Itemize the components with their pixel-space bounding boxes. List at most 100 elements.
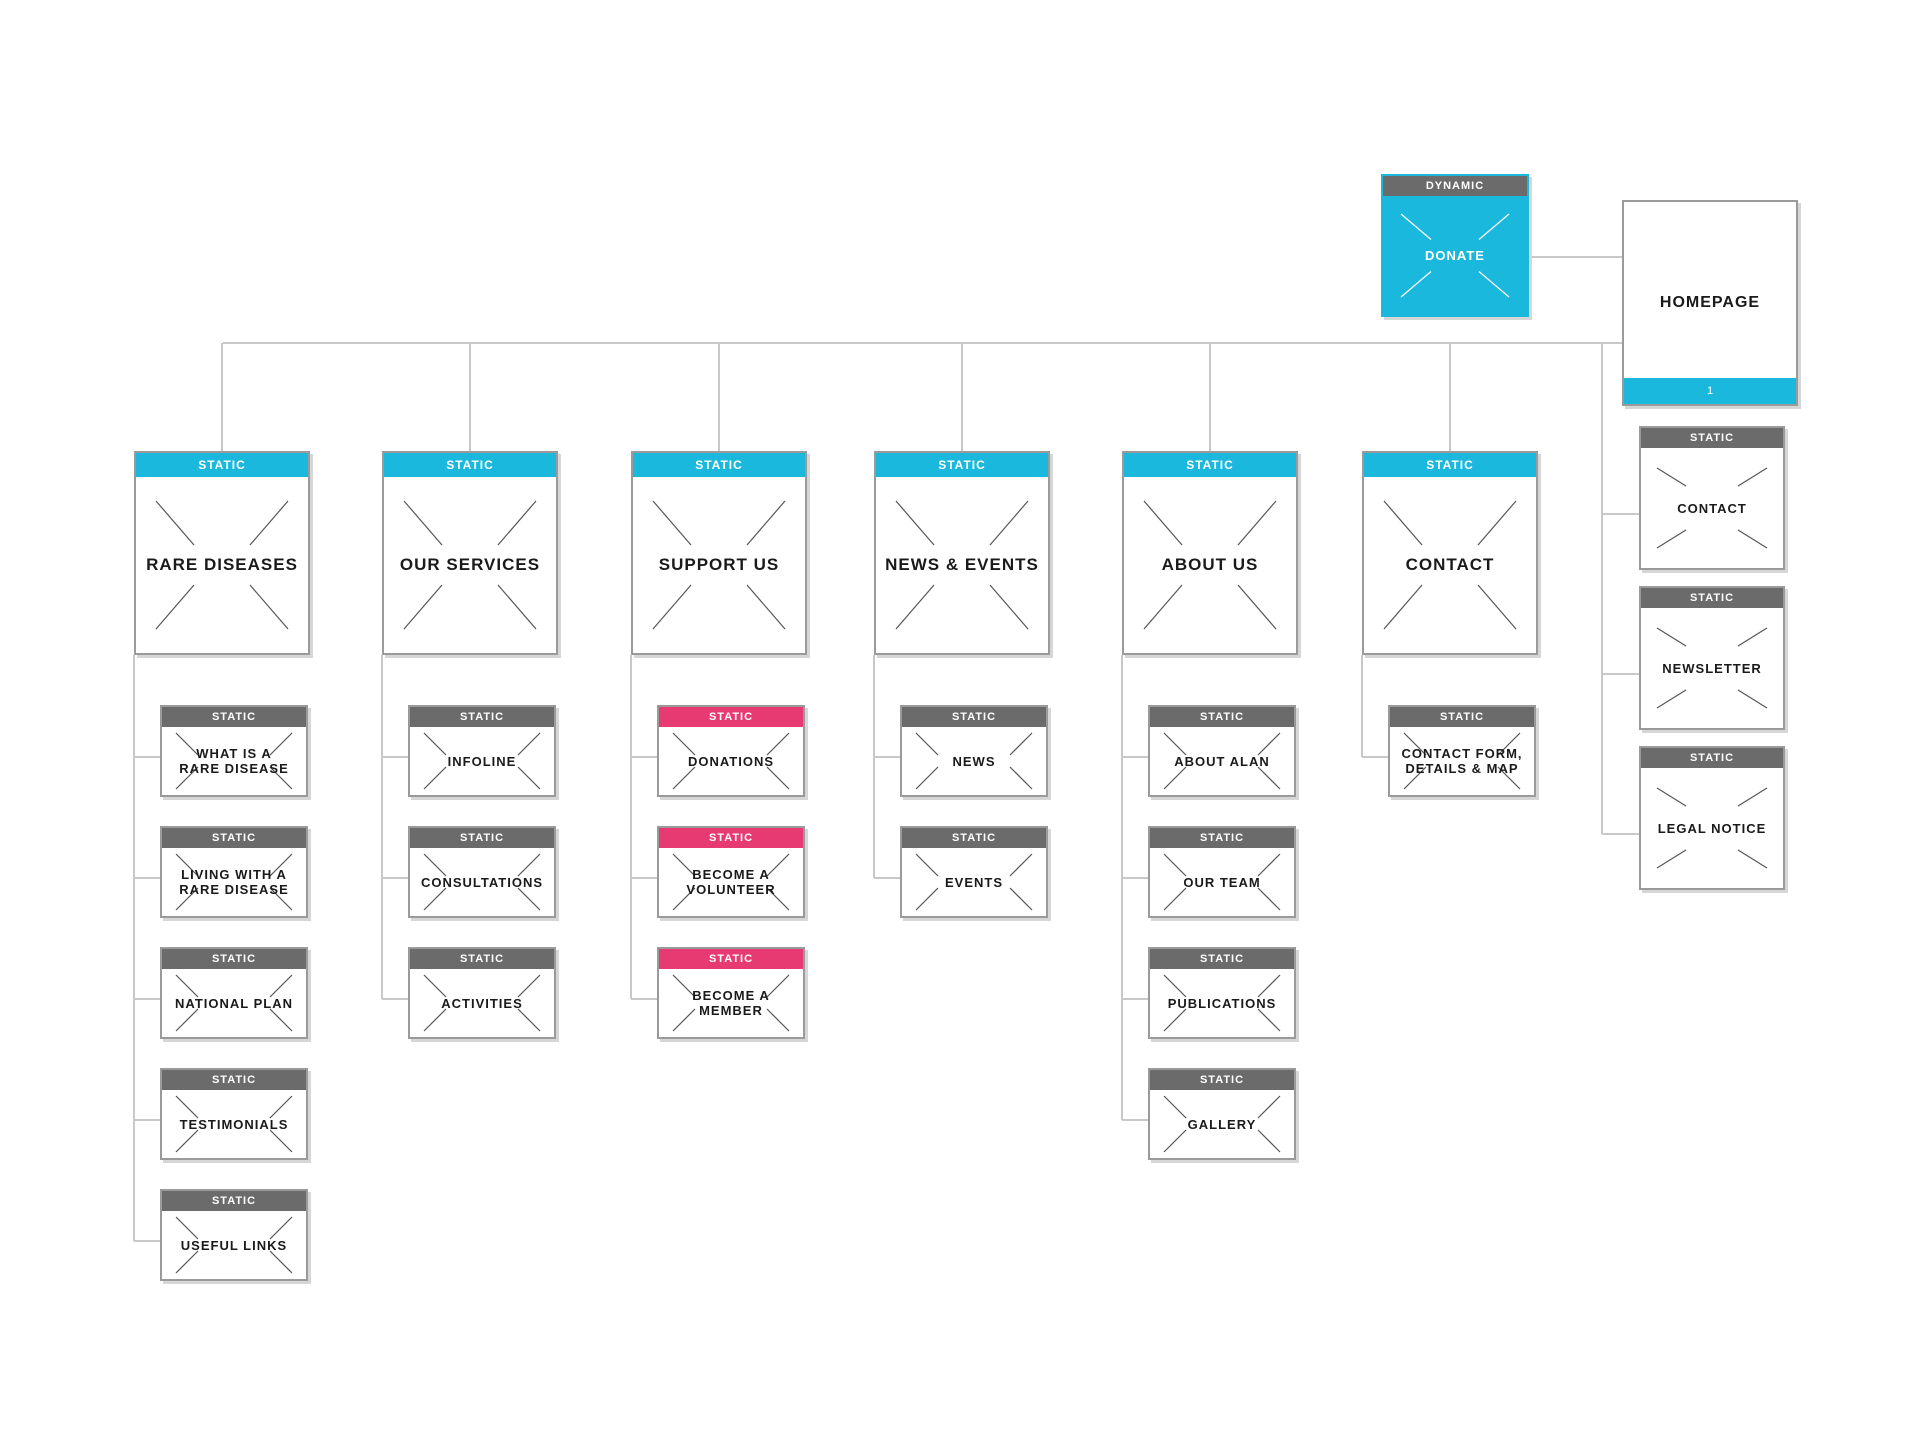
page-type-badge: STATIC	[162, 1070, 306, 1090]
page-type-badge: STATIC	[659, 828, 803, 848]
page-label: ACTIVITIES	[441, 995, 523, 1011]
subpage-activities[interactable]: STATIC ACTIVITIES	[408, 947, 556, 1039]
placeholder-x-icon	[652, 500, 786, 630]
placeholder-x-icon	[175, 1095, 293, 1153]
page-label: BECOME A VOLUNTEER	[686, 867, 776, 897]
page-type-badge: STATIC	[659, 707, 803, 727]
page-type-badge: STATIC	[1641, 428, 1783, 448]
subpage-donations[interactable]: STATIC DONATIONS	[657, 705, 805, 797]
section-about-us[interactable]: STATIC ABOUT US	[1122, 451, 1298, 655]
utility-page-contact[interactable]: STATIC CONTACT	[1639, 426, 1785, 570]
page-label: RARE DISEASES	[146, 555, 298, 574]
subpage-events[interactable]: STATIC EVENTS	[900, 826, 1048, 918]
page-label: CONTACT FORM, DETAILS & MAP	[1401, 746, 1523, 776]
page-label: DONATIONS	[687, 753, 775, 769]
page-number-bar: 1	[1624, 378, 1796, 404]
page-label: HOMEPAGE	[1659, 294, 1761, 311]
page-type-badge: STATIC	[410, 828, 554, 848]
placeholder-x-icon	[423, 974, 541, 1032]
subpage-contact-form-details-map[interactable]: STATIC CONTACT FORM, DETAILS & MAP	[1388, 705, 1536, 797]
page-label: LIVING WITH A RARE DISEASE	[179, 867, 289, 897]
page-label: CONSULTATIONS	[420, 874, 544, 890]
placeholder-x-icon	[1143, 500, 1277, 630]
placeholder-x-icon	[915, 732, 1033, 790]
placeholder-x-icon	[1400, 213, 1510, 298]
page-type-badge: STATIC	[384, 453, 556, 477]
page-label: NEWS & EVENTS	[885, 555, 1039, 574]
placeholder-x-icon	[155, 500, 289, 630]
page-label: EVENTS	[944, 874, 1003, 890]
page-type-badge: STATIC	[1150, 1070, 1294, 1090]
placeholder-x-icon	[1383, 500, 1517, 630]
homepage-card[interactable]: HOMEPAGE 1	[1622, 200, 1798, 406]
subpage-become-a-volunteer[interactable]: STATIC BECOME A VOLUNTEER	[657, 826, 805, 918]
placeholder-x-icon	[915, 853, 1033, 911]
page-type-badge: STATIC	[1124, 453, 1296, 477]
page-type-badge: STATIC	[410, 949, 554, 969]
subpage-what-is-a-rare-disease[interactable]: STATIC WHAT IS A RARE DISEASE	[160, 705, 308, 797]
placeholder-x-icon	[1163, 1095, 1281, 1153]
subpage-testimonials[interactable]: STATIC TESTIMONIALS	[160, 1068, 308, 1160]
placeholder-x-icon	[1656, 627, 1768, 709]
page-type-badge: STATIC	[1150, 828, 1294, 848]
page-label: CONTACT	[1405, 555, 1495, 574]
placeholder-x-icon	[175, 732, 293, 790]
page-type-badge: STATIC	[162, 949, 306, 969]
placeholder-x-icon	[423, 853, 541, 911]
page-label: NEWS	[952, 753, 996, 769]
page-label: OUR TEAM	[1183, 874, 1261, 890]
page-label: INFOLINE	[447, 753, 517, 769]
section-support-us[interactable]: STATIC SUPPORT US	[631, 451, 807, 655]
placeholder-x-icon	[423, 732, 541, 790]
section-contact[interactable]: STATIC CONTACT	[1362, 451, 1538, 655]
page-label: ABOUT US	[1161, 555, 1259, 574]
page-type-badge: STATIC	[410, 707, 554, 727]
subpage-infoline[interactable]: STATIC INFOLINE	[408, 705, 556, 797]
page-label: CONTACT	[1677, 500, 1747, 516]
page-label: NATIONAL PLAN	[175, 995, 293, 1011]
page-type-badge: DYNAMIC	[1383, 176, 1527, 196]
subpage-our-team[interactable]: STATIC OUR TEAM	[1148, 826, 1296, 918]
page-label: SUPPORT US	[658, 555, 780, 574]
placeholder-x-icon	[1656, 467, 1768, 549]
placeholder-x-icon	[175, 853, 293, 911]
page-type-badge: STATIC	[1364, 453, 1536, 477]
placeholder-x-icon	[175, 1216, 293, 1274]
page-type-badge: STATIC	[136, 453, 308, 477]
page-label: TESTIMONIALS	[179, 1116, 289, 1132]
subpage-news[interactable]: STATIC NEWS	[900, 705, 1048, 797]
page-type-badge: STATIC	[1641, 748, 1783, 768]
page-type-badge: STATIC	[902, 828, 1046, 848]
subpage-consultations[interactable]: STATIC CONSULTATIONS	[408, 826, 556, 918]
page-label: NEWSLETTER	[1662, 660, 1762, 676]
section-our-services[interactable]: STATIC OUR SERVICES	[382, 451, 558, 655]
page-label: OUR SERVICES	[399, 555, 541, 574]
section-rare-diseases[interactable]: STATIC RARE DISEASES	[134, 451, 310, 655]
subpage-national-plan[interactable]: STATIC NATIONAL PLAN	[160, 947, 308, 1039]
page-type-badge: STATIC	[902, 707, 1046, 727]
placeholder-x-icon	[672, 853, 790, 911]
placeholder-x-icon	[672, 732, 790, 790]
page-type-badge: STATIC	[1390, 707, 1534, 727]
placeholder-x-icon	[1656, 787, 1768, 869]
page-label: ABOUT ALAN	[1174, 753, 1270, 769]
page-label: WHAT IS A RARE DISEASE	[179, 746, 289, 776]
page-type-badge: STATIC	[633, 453, 805, 477]
page-type-badge: STATIC	[1150, 949, 1294, 969]
placeholder-x-icon	[672, 974, 790, 1032]
page-label: USEFUL LINKS	[180, 1237, 288, 1253]
page-type-badge: STATIC	[162, 707, 306, 727]
